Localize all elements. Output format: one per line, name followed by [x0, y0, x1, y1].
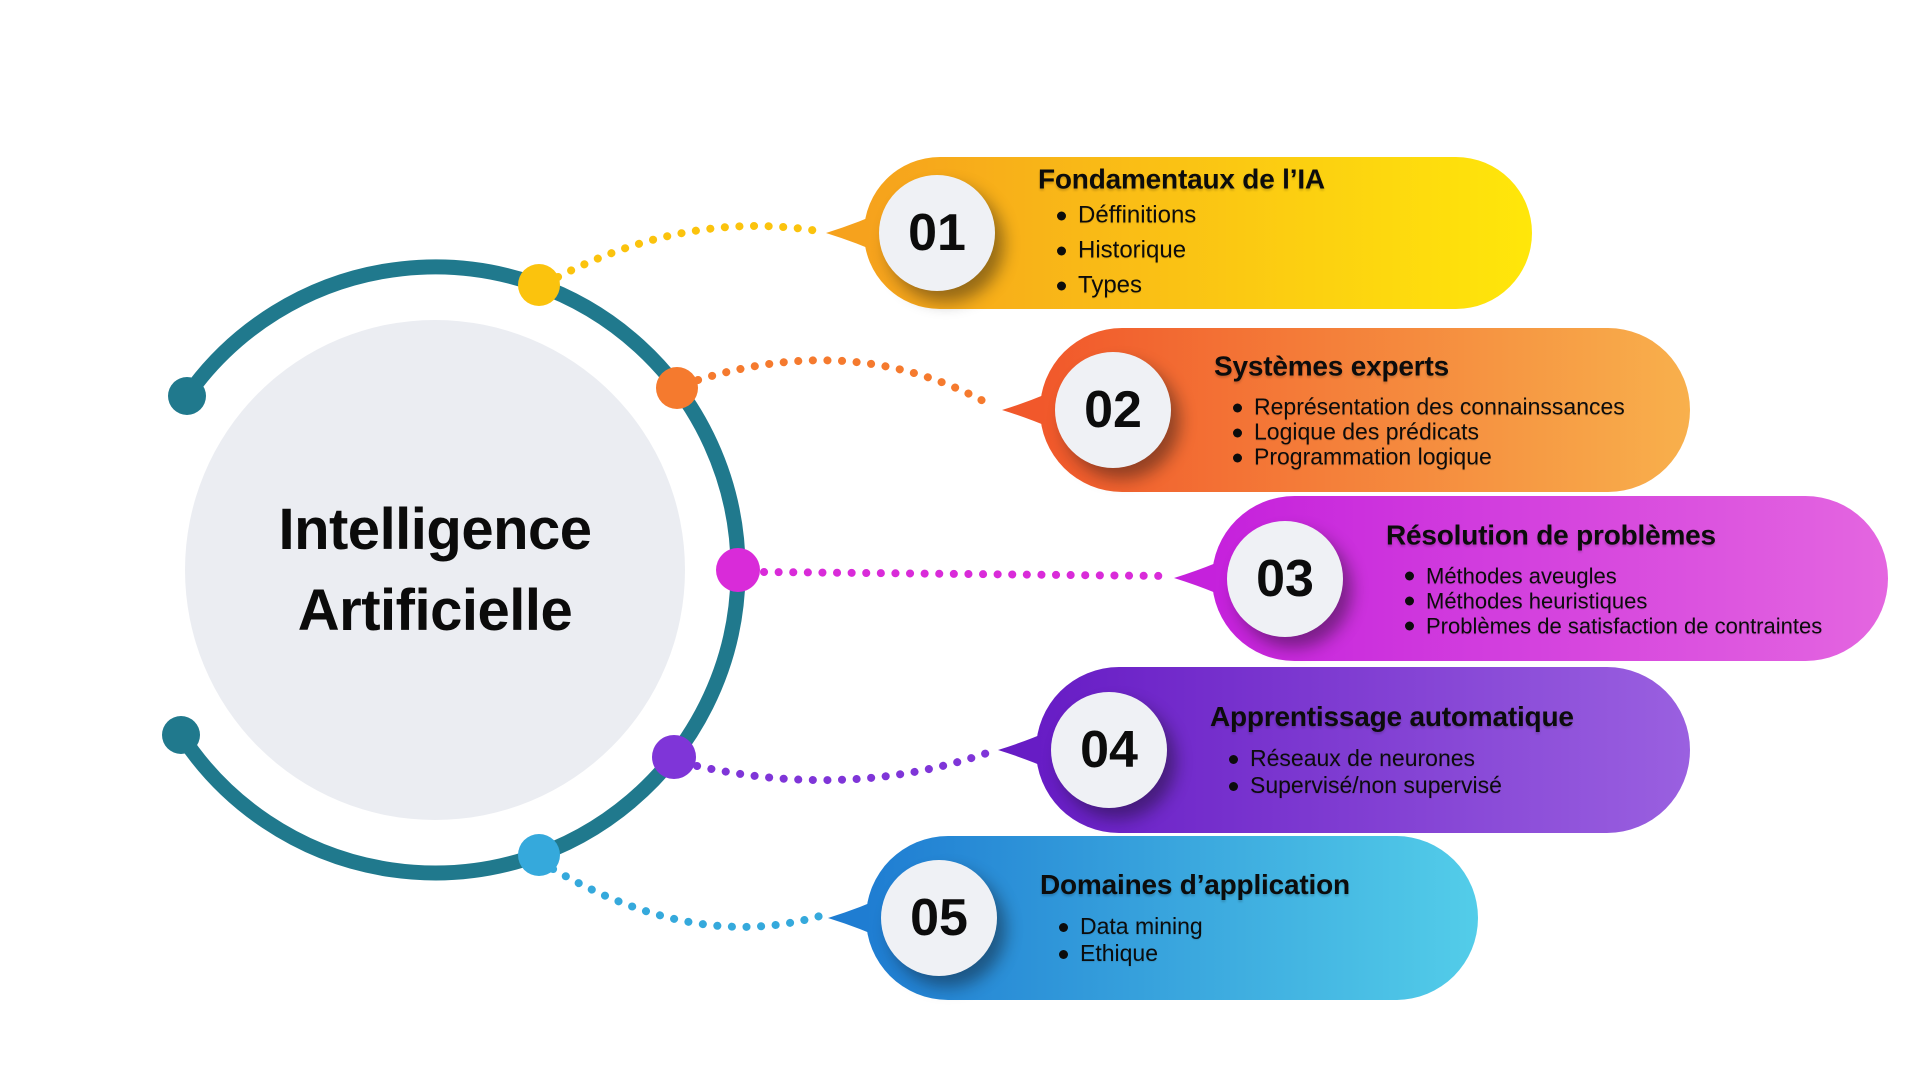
ring-dot-01: [518, 264, 560, 306]
card-bullet: Problèmes de satisfaction de contraintes: [1400, 613, 1870, 638]
card-title: Fondamentaux de l’IA: [1038, 163, 1325, 195]
card-bullet: Déffinitions: [1052, 198, 1514, 233]
card-title: Domaines d’application: [1040, 869, 1350, 900]
ring-endpoint-dot-bottom: [162, 716, 200, 754]
card-content: Apprentissage automatique Réseaux de neu…: [1210, 701, 1672, 799]
step-number-badge: 01: [879, 175, 995, 291]
connector-line-04: [693, 748, 994, 785]
topic-card-03: 03 Résolution de problèmes Méthodes aveu…: [1212, 496, 1888, 661]
card-content: Domaines d’application Data mining Ethiq…: [1040, 869, 1460, 967]
card-bullet-list: Réseaux de neurones Supervisé/non superv…: [1210, 745, 1672, 799]
card-bullet: Ethique: [1054, 940, 1460, 967]
card-bullet: Méthodes heuristiques: [1400, 588, 1870, 613]
card-bullet: Supervisé/non supervisé: [1224, 772, 1672, 799]
card-bullet: Types: [1052, 268, 1514, 303]
central-topic-title-line1: Intelligence: [278, 496, 592, 562]
step-number-badge: 02: [1055, 352, 1171, 468]
card-bullet-list: Méthodes aveugles Méthodes heuristiques …: [1386, 563, 1870, 638]
step-number: 04: [1080, 721, 1138, 779]
card-bullet: Réseaux de neurones: [1224, 745, 1672, 772]
ring-dot-04: [652, 735, 696, 779]
connector-line-03: [760, 568, 1170, 580]
step-number-badge: 03: [1227, 520, 1343, 637]
card-title: Résolution de problèmes: [1386, 519, 1716, 550]
step-number-badge: 04: [1051, 692, 1167, 808]
card-bullet: Méthodes aveugles: [1400, 563, 1870, 588]
ring-dot-02: [656, 367, 698, 409]
topic-card-05: 05 Domaines d’application Data mining Et…: [866, 836, 1478, 1000]
central-topic-title-line2: Artificielle: [297, 578, 573, 643]
central-topic-circle: Intelligence Artificielle: [185, 320, 685, 820]
card-content: Résolution de problèmes Méthodes aveugle…: [1386, 519, 1870, 638]
card-content: Fondamentaux de l’IA Déffinitions Histor…: [1038, 164, 1514, 303]
card-content: Systèmes experts Représentation des conn…: [1214, 351, 1672, 470]
card-bullet: Programmation logique: [1228, 444, 1672, 470]
step-number: 03: [1256, 549, 1314, 608]
step-number: 02: [1084, 381, 1142, 439]
card-bullet: Data mining: [1054, 913, 1460, 940]
connector-line-05: [549, 865, 824, 931]
step-number: 01: [908, 204, 966, 262]
central-topic-title: Intelligence Artificielle: [278, 489, 592, 651]
step-number-badge: 05: [881, 860, 997, 976]
topic-card-04: 04 Apprentissage automatique Réseaux de …: [1036, 667, 1690, 833]
topic-card-01: 01 Fondamentaux de l’IA Déffinitions His…: [864, 157, 1532, 309]
topic-card-02: 02 Systèmes experts Représentation des c…: [1040, 328, 1690, 492]
card-bullet-list: Data mining Ethique: [1040, 913, 1460, 967]
card-title: Apprentissage automatique: [1210, 701, 1574, 732]
connector-line-02: [694, 356, 998, 411]
ring-dot-05: [518, 834, 560, 876]
card-title: Systèmes experts: [1214, 350, 1449, 382]
card-bullet: Historique: [1052, 233, 1514, 268]
ring-dot-03: [716, 548, 760, 592]
connector-line-01: [554, 221, 822, 281]
ring-endpoint-dot-top: [168, 377, 206, 415]
card-bullet-list: Déffinitions Historique Types: [1038, 198, 1514, 303]
card-bullet: Représentation des connainssances: [1228, 394, 1672, 420]
card-bullet: Logique des prédicats: [1228, 419, 1672, 445]
card-bullet-list: Représentation des connainssances Logiqu…: [1214, 394, 1672, 470]
step-number: 05: [910, 889, 968, 947]
